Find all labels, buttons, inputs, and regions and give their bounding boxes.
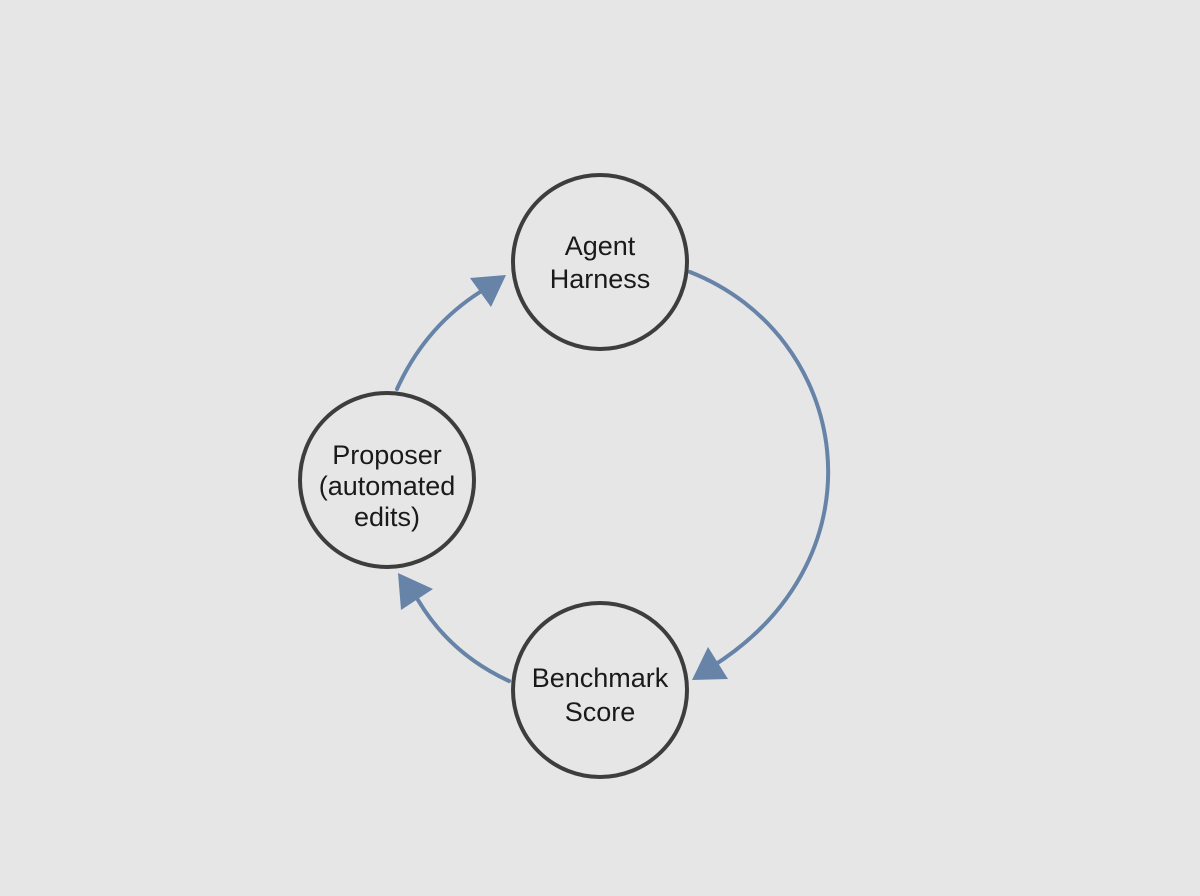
node-proposer: Proposer (automated edits) [298, 391, 476, 569]
arrow-proposer-to-harness-head [470, 275, 506, 307]
edge-benchmark-to-proposer [398, 573, 511, 683]
proposer-label-line1: Proposer [332, 440, 442, 470]
agent-harness-label-line1: Agent [565, 231, 636, 261]
arrow-harness-to-benchmark-line [688, 270, 831, 668]
arrow-proposer-to-harness-line [395, 290, 482, 391]
edge-harness-to-benchmark [688, 270, 831, 680]
agent-harness-label-line2: Harness [550, 264, 651, 294]
proposer-label-line3: edits) [354, 502, 420, 532]
arrow-benchmark-to-proposer-head [398, 573, 433, 610]
proposer-circle [298, 391, 476, 569]
edge-proposer-to-harness [395, 275, 506, 391]
benchmark-score-label-line1: Benchmark [532, 663, 669, 693]
arrow-harness-to-benchmark-head [692, 647, 728, 680]
node-benchmark-score: Benchmark Score [511, 601, 689, 779]
proposer-label-line2: (automated [319, 471, 456, 501]
benchmark-score-label-line2: Score [565, 697, 636, 727]
benchmark-score-circle [511, 601, 689, 779]
arrow-benchmark-to-proposer-line [416, 598, 511, 683]
agent-harness-circle [511, 173, 689, 351]
node-agent-harness: Agent Harness [511, 173, 689, 351]
